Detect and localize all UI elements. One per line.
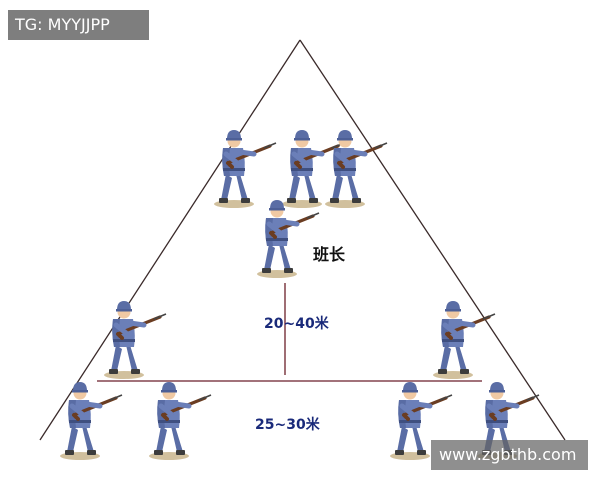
triangle-right-edge (299, 39, 566, 441)
distance-label-upper: 20~40米 (264, 315, 330, 332)
soldier-with-rifle-icon (104, 301, 166, 379)
soldier-with-rifle-icon (60, 382, 122, 460)
soldier-with-rifle-icon (325, 130, 387, 208)
soldier-with-rifle-icon (149, 382, 211, 460)
soldier-with-rifle-icon (214, 130, 276, 208)
channel-tag: TG: MYYJJPP (8, 10, 149, 40)
soldier-with-rifle-icon (257, 200, 319, 278)
squad-leader-label: 班长 (313, 245, 346, 264)
site-watermark: www.zgbthb.com (431, 440, 588, 470)
soldier-with-rifle-icon (433, 301, 495, 379)
triangle-left-edge (39, 39, 301, 441)
distance-label-lower: 25~30米 (255, 416, 321, 433)
